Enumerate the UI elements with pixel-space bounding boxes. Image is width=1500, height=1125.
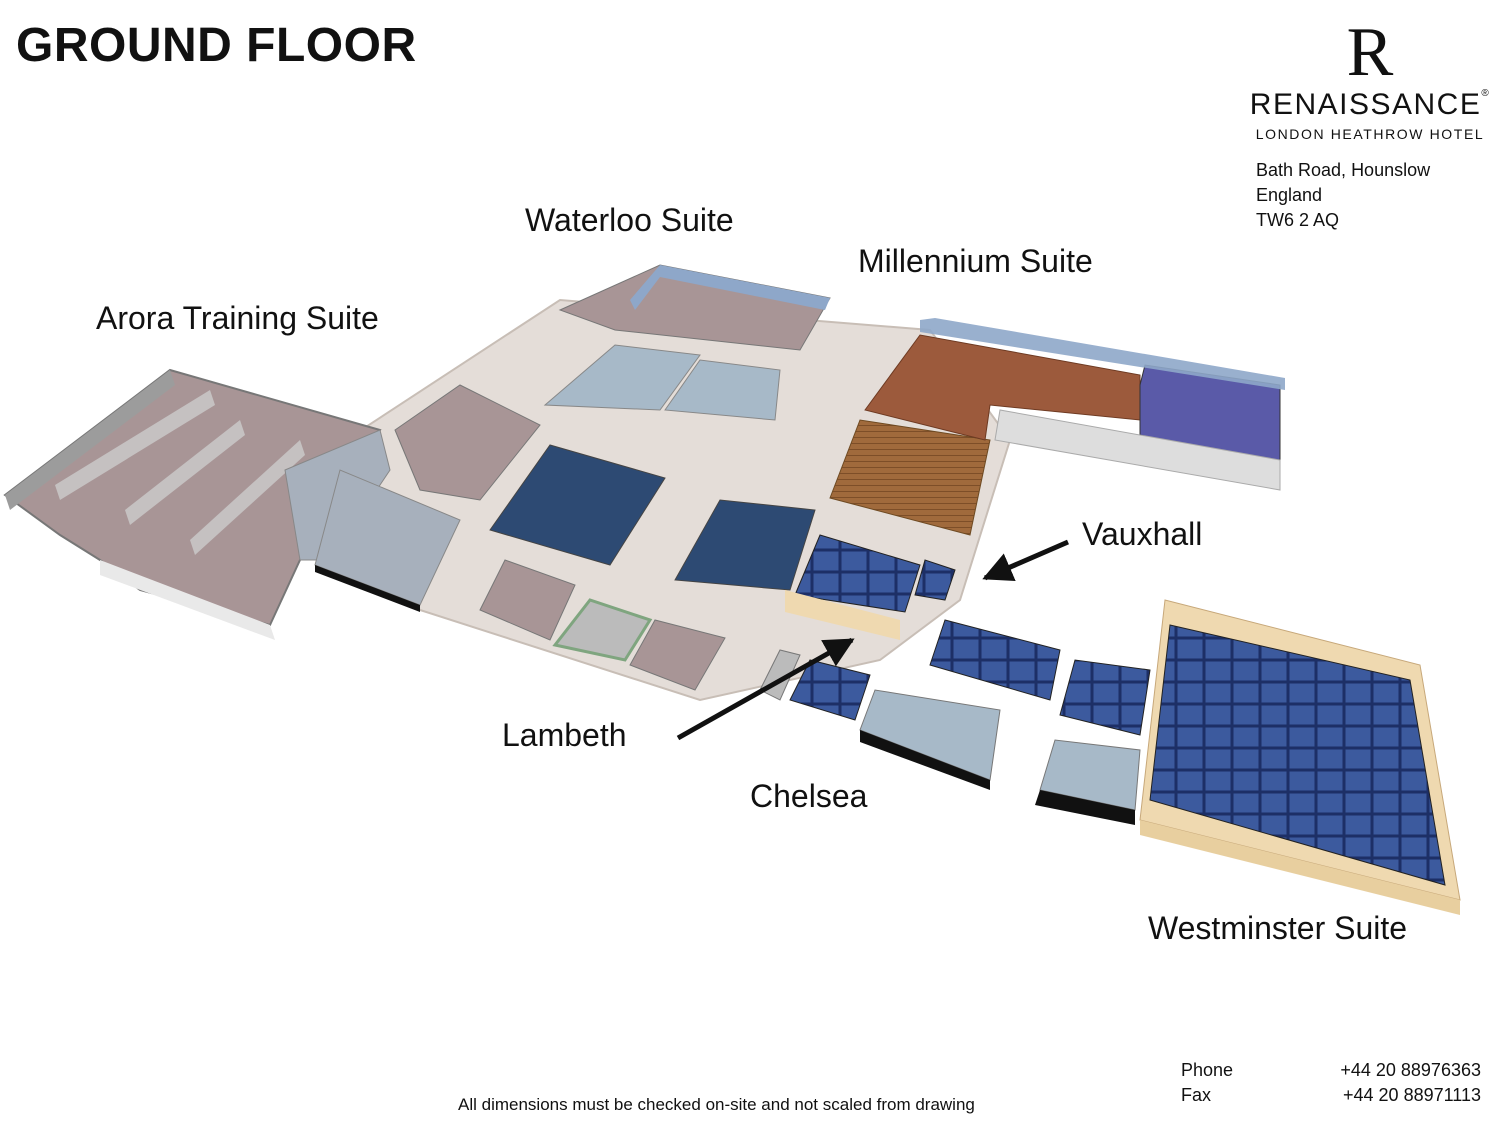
- westminster-suite-block: [1139, 599, 1461, 915]
- fax-label: Fax: [1181, 1085, 1212, 1105]
- brand-name: RENAISSANCE®: [1245, 88, 1495, 122]
- room-lower-grey: [552, 598, 653, 662]
- millennium-glass-wall: [920, 318, 1285, 390]
- waterloo-upper-room-2: [664, 359, 781, 421]
- room-lower-pink-1: [479, 559, 576, 641]
- vauxhall-wall-front: [785, 590, 900, 640]
- millennium-wood-floor: [829, 419, 991, 536]
- brand-subtitle: LONDON HEATHROW HOTEL: [1255, 126, 1485, 142]
- fax-row: Fax +44 20 88971113: [1181, 1083, 1481, 1108]
- label-westminster-suite: Westminster Suite: [1148, 910, 1408, 946]
- registered-mark: ®: [1481, 88, 1491, 99]
- waterloo-room-left: [489, 444, 666, 566]
- brand-name-text: RENAISSANCE: [1249, 88, 1482, 121]
- label-chelsea: Chelsea: [750, 778, 868, 814]
- vauxhall-arrow: [982, 539, 1069, 582]
- room-blue-mid-2: [1059, 659, 1151, 736]
- lambeth-room: [789, 659, 871, 721]
- waterloo-back-wall: [630, 265, 830, 310]
- room-pink-upper: [394, 384, 541, 501]
- address-line-2: England: [1256, 185, 1323, 205]
- label-arora-training-suite: Arora Training Suite: [96, 300, 379, 336]
- address-line-1: Bath Road, Hounslow: [1256, 160, 1431, 180]
- chelsea-room: [859, 689, 1001, 781]
- phone-number: +44 20 88976363: [1340, 1060, 1481, 1080]
- label-millennium-suite: Millennium Suite: [858, 243, 1093, 279]
- label-lambeth: Lambeth: [502, 717, 627, 753]
- room-blue-mid-1: [929, 619, 1061, 701]
- hotel-address: Bath Road, Hounslow England TW6 2 AQ: [1256, 158, 1430, 233]
- room-grey-mid-base: [1035, 790, 1135, 825]
- vauxhall-small-room: [914, 559, 956, 601]
- brand-mark: R: [1346, 14, 1394, 91]
- millennium-purple-room: [1139, 364, 1281, 466]
- millennium-wing-base: [994, 409, 1281, 491]
- contact-info: Phone +44 20 88976363 Fax +44 20 8897111…: [1181, 1058, 1481, 1108]
- waterloo-room-right: [674, 499, 816, 591]
- waterloo-upper-room-1: [543, 344, 701, 411]
- room-grey-mid: [1039, 739, 1141, 811]
- address-line-3: TW6 2 AQ: [1256, 210, 1340, 230]
- arora-training-suite-block: [3, 368, 391, 640]
- brand-logo: R RENAISSANCE® LONDON HEATHROW HOTEL: [1245, 14, 1495, 143]
- room-lower-pink-2: [629, 619, 726, 691]
- phone-label: Phone: [1181, 1060, 1234, 1080]
- fax-number: +44 20 88971113: [1343, 1085, 1481, 1105]
- lambeth-arrow: [676, 637, 855, 741]
- label-vauxhall: Vauxhall: [1082, 516, 1203, 552]
- label-waterloo-suite: Waterloo Suite: [525, 202, 734, 238]
- chelsea-base: [860, 730, 990, 790]
- phone-row: Phone +44 20 88976363: [1181, 1058, 1481, 1083]
- vauxhall-room: [794, 534, 921, 613]
- disclaimer: All dimensions must be checked on-site a…: [458, 1095, 975, 1114]
- room-left-grey-base: [315, 565, 420, 612]
- page-title: GROUND FLOOR: [16, 19, 417, 72]
